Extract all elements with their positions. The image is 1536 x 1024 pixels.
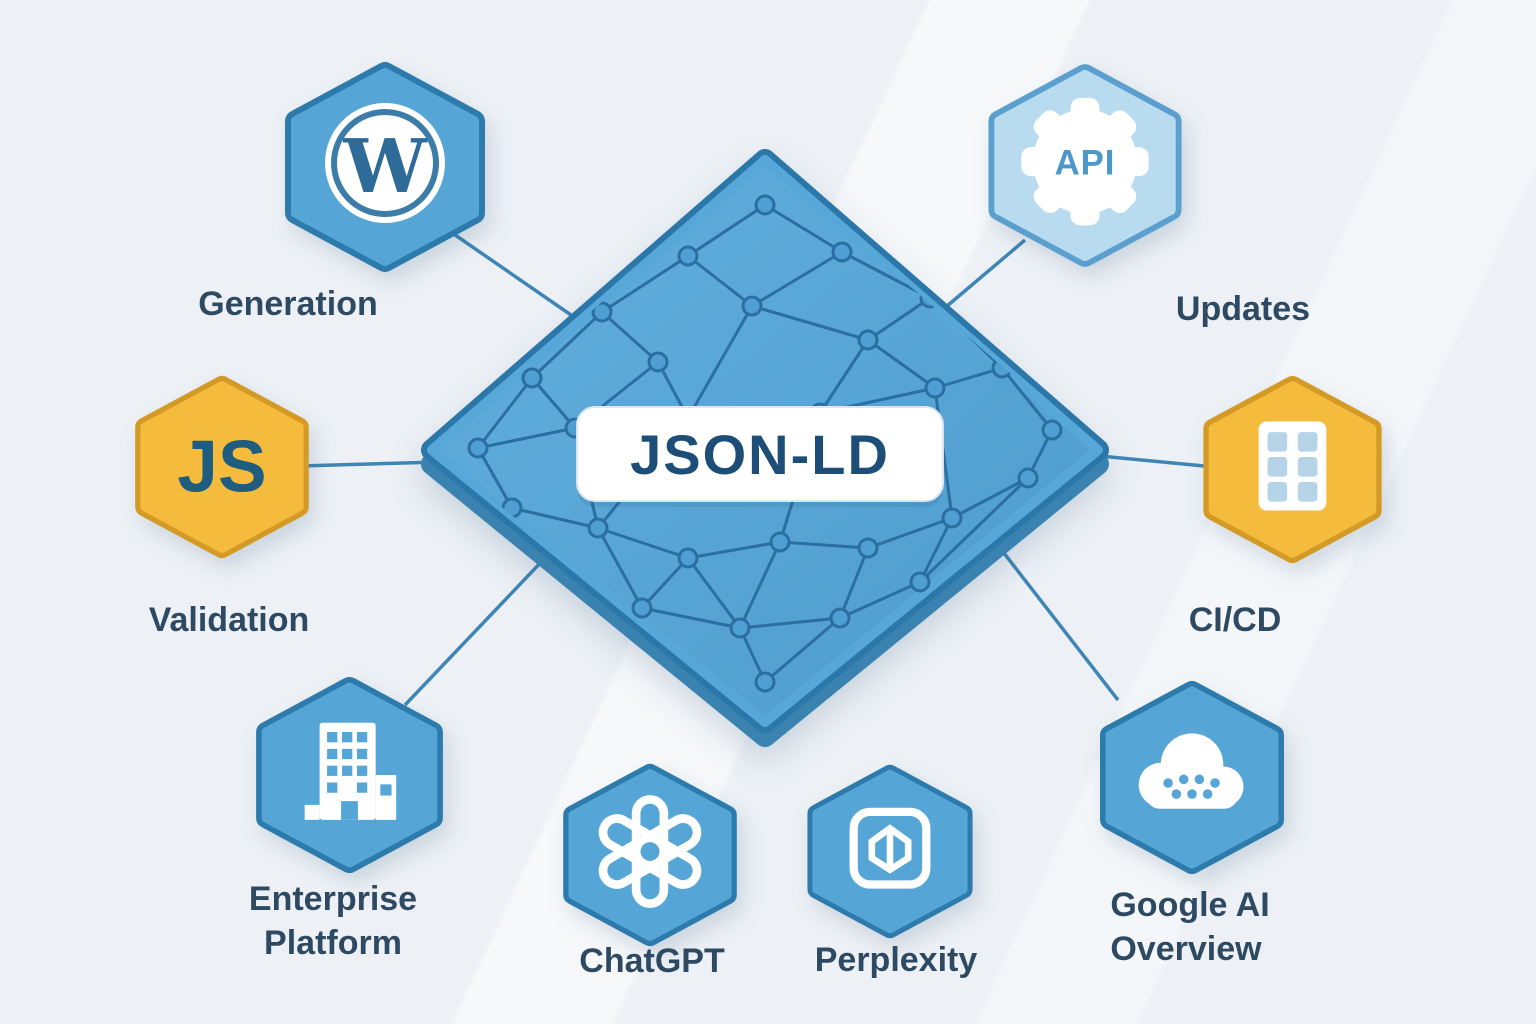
label-google-ai-line1: Google AI	[1110, 885, 1270, 924]
label-perplexity: Perplexity	[814, 940, 978, 979]
wordpress-hexagon: W	[285, 62, 485, 272]
openai-icon	[598, 795, 702, 908]
node-api: API	[974, 63, 1196, 268]
connector-enterprise	[403, 556, 547, 707]
label-enterprise-platform: Enterprise Platform	[249, 877, 417, 965]
node-enterprise	[242, 676, 457, 874]
node-chatgpt	[550, 763, 750, 947]
javascript-hexagon: JS	[135, 375, 309, 559]
center-title: JSON-LD	[630, 423, 890, 486]
connector-google-ai	[998, 546, 1120, 702]
connector-api	[938, 238, 1027, 314]
javascript-icon: JS	[177, 427, 266, 508]
js-glyph: JS	[177, 427, 266, 508]
cicd-hexagon	[1203, 375, 1382, 564]
cloud-icon	[1138, 733, 1244, 809]
node-google-ai	[1086, 680, 1298, 875]
api-label-glyph: API	[1055, 145, 1116, 183]
label-enterprise-line2: Platform	[264, 924, 402, 962]
building-icon	[304, 722, 397, 820]
google-ai-hexagon	[1100, 680, 1284, 875]
node-cicd	[1190, 375, 1395, 564]
perplexity-hexagon	[807, 764, 973, 939]
chatgpt-hexagon	[563, 763, 737, 947]
label-google-ai-line2: Overview	[1110, 930, 1262, 968]
label-google-ai-overview: Google AI Overview	[1110, 883, 1269, 971]
table-icon	[1258, 421, 1327, 511]
wordpress-icon: W	[325, 103, 445, 223]
wordpress-w-glyph: W	[342, 124, 427, 210]
label-generation: Generation	[198, 284, 378, 323]
api-gear-icon: API	[1021, 97, 1149, 226]
network-graph	[467, 194, 1063, 693]
label-validation: Validation	[148, 600, 310, 639]
label-chatgpt: ChatGPT	[579, 941, 725, 980]
enterprise-hexagon	[256, 676, 443, 874]
node-wordpress: W	[270, 61, 500, 273]
node-javascript: JS	[122, 375, 322, 559]
api-hexagon: API	[988, 64, 1182, 267]
label-cicd: CI/CD	[1188, 600, 1282, 639]
connector-javascript	[299, 460, 441, 468]
center-jsonld-shape: JSON-LD	[421, 149, 1109, 747]
center-pill	[576, 406, 944, 502]
node-perplexity	[795, 764, 985, 939]
label-updates: Updates	[1175, 289, 1311, 328]
perplexity-icon	[849, 807, 931, 889]
label-enterprise-line1: Enterprise	[248, 879, 418, 918]
